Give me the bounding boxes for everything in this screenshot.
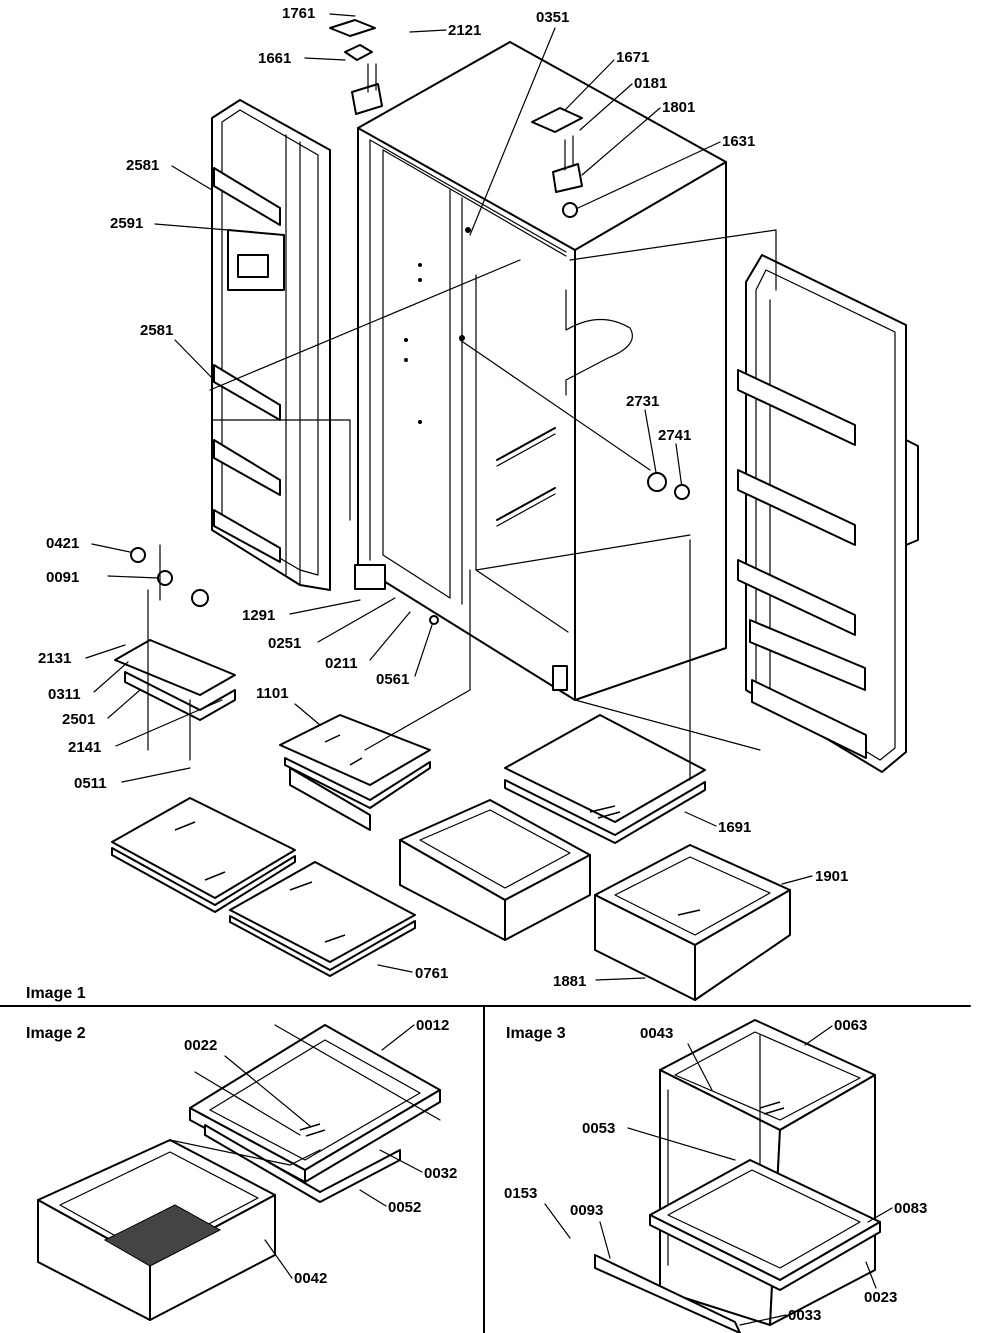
label-2131: 2131 <box>38 650 71 667</box>
section-dividers <box>0 1005 971 1333</box>
label-0211: 0211 <box>325 655 358 672</box>
label-1881: 1881 <box>553 973 586 990</box>
label-0761: 0761 <box>415 965 448 982</box>
label-0311: 0311 <box>48 686 81 703</box>
assembly-lines <box>159 229 777 781</box>
label-2141: 2141 <box>68 739 101 756</box>
freezer-shelves <box>111 797 416 977</box>
section-title-image-3: Image 3 <box>506 1025 566 1042</box>
image2-callouts: 0012 0022 0032 0052 0042 <box>184 1017 457 1287</box>
section-title-image-1: Image 1 <box>26 985 86 1002</box>
label-2591: 2591 <box>110 215 143 232</box>
label-0093: 0093 <box>570 1202 603 1219</box>
label-0052: 0052 <box>388 1199 421 1216</box>
label-2121: 2121 <box>448 22 481 39</box>
label-0042: 0042 <box>294 1270 327 1287</box>
label-2581-a: 2581 <box>126 157 159 174</box>
label-0091: 0091 <box>46 569 79 586</box>
image1-callouts: 1761 2121 0351 1661 1671 0181 1801 1631 … <box>38 5 848 990</box>
label-0251: 0251 <box>268 635 301 652</box>
label-1631: 1631 <box>722 133 755 150</box>
label-2581-b: 2581 <box>140 322 173 339</box>
label-0421: 0421 <box>46 535 79 552</box>
label-1661: 1661 <box>258 50 291 67</box>
image3-callouts: 0043 0063 0053 0153 0093 0083 0023 0033 <box>504 1017 927 1326</box>
drawer-1901 <box>594 844 791 1001</box>
label-1761: 1761 <box>282 5 315 22</box>
label-0063: 0063 <box>834 1017 867 1034</box>
crisper-bin <box>399 799 591 941</box>
shelf-1101 <box>279 714 431 831</box>
fresh-food-door <box>737 254 919 773</box>
label-0032: 0032 <box>424 1165 457 1182</box>
label-2501: 2501 <box>62 711 95 728</box>
label-2741: 2741 <box>658 427 691 444</box>
label-1901: 1901 <box>815 868 848 885</box>
label-0053: 0053 <box>582 1120 615 1137</box>
label-1101: 1101 <box>256 685 289 702</box>
label-0351: 0351 <box>536 9 569 26</box>
top-hinges <box>329 19 583 218</box>
label-1691: 1691 <box>718 819 751 836</box>
label-1291: 1291 <box>242 607 275 624</box>
label-0043: 0043 <box>640 1025 673 1042</box>
label-0511: 0511 <box>74 775 107 792</box>
image3-assembly <box>594 1019 881 1333</box>
label-0181: 0181 <box>634 75 667 92</box>
section-title-image-2: Image 2 <box>26 1025 86 1042</box>
label-0083: 0083 <box>894 1200 927 1217</box>
image2-assembly <box>37 1024 441 1321</box>
label-1671: 1671 <box>616 49 649 66</box>
label-0153: 0153 <box>504 1185 537 1202</box>
label-0022: 0022 <box>184 1037 217 1054</box>
label-2731: 2731 <box>626 393 659 410</box>
ice-bucket-assembly <box>114 547 236 761</box>
label-1801: 1801 <box>662 99 695 116</box>
freezer-door <box>211 99 331 591</box>
cabinet <box>354 41 727 701</box>
label-0012: 0012 <box>416 1017 449 1034</box>
label-0033: 0033 <box>788 1307 821 1324</box>
shelf-1691 <box>504 714 706 844</box>
label-0561: 0561 <box>376 671 409 688</box>
label-0023: 0023 <box>864 1289 897 1306</box>
